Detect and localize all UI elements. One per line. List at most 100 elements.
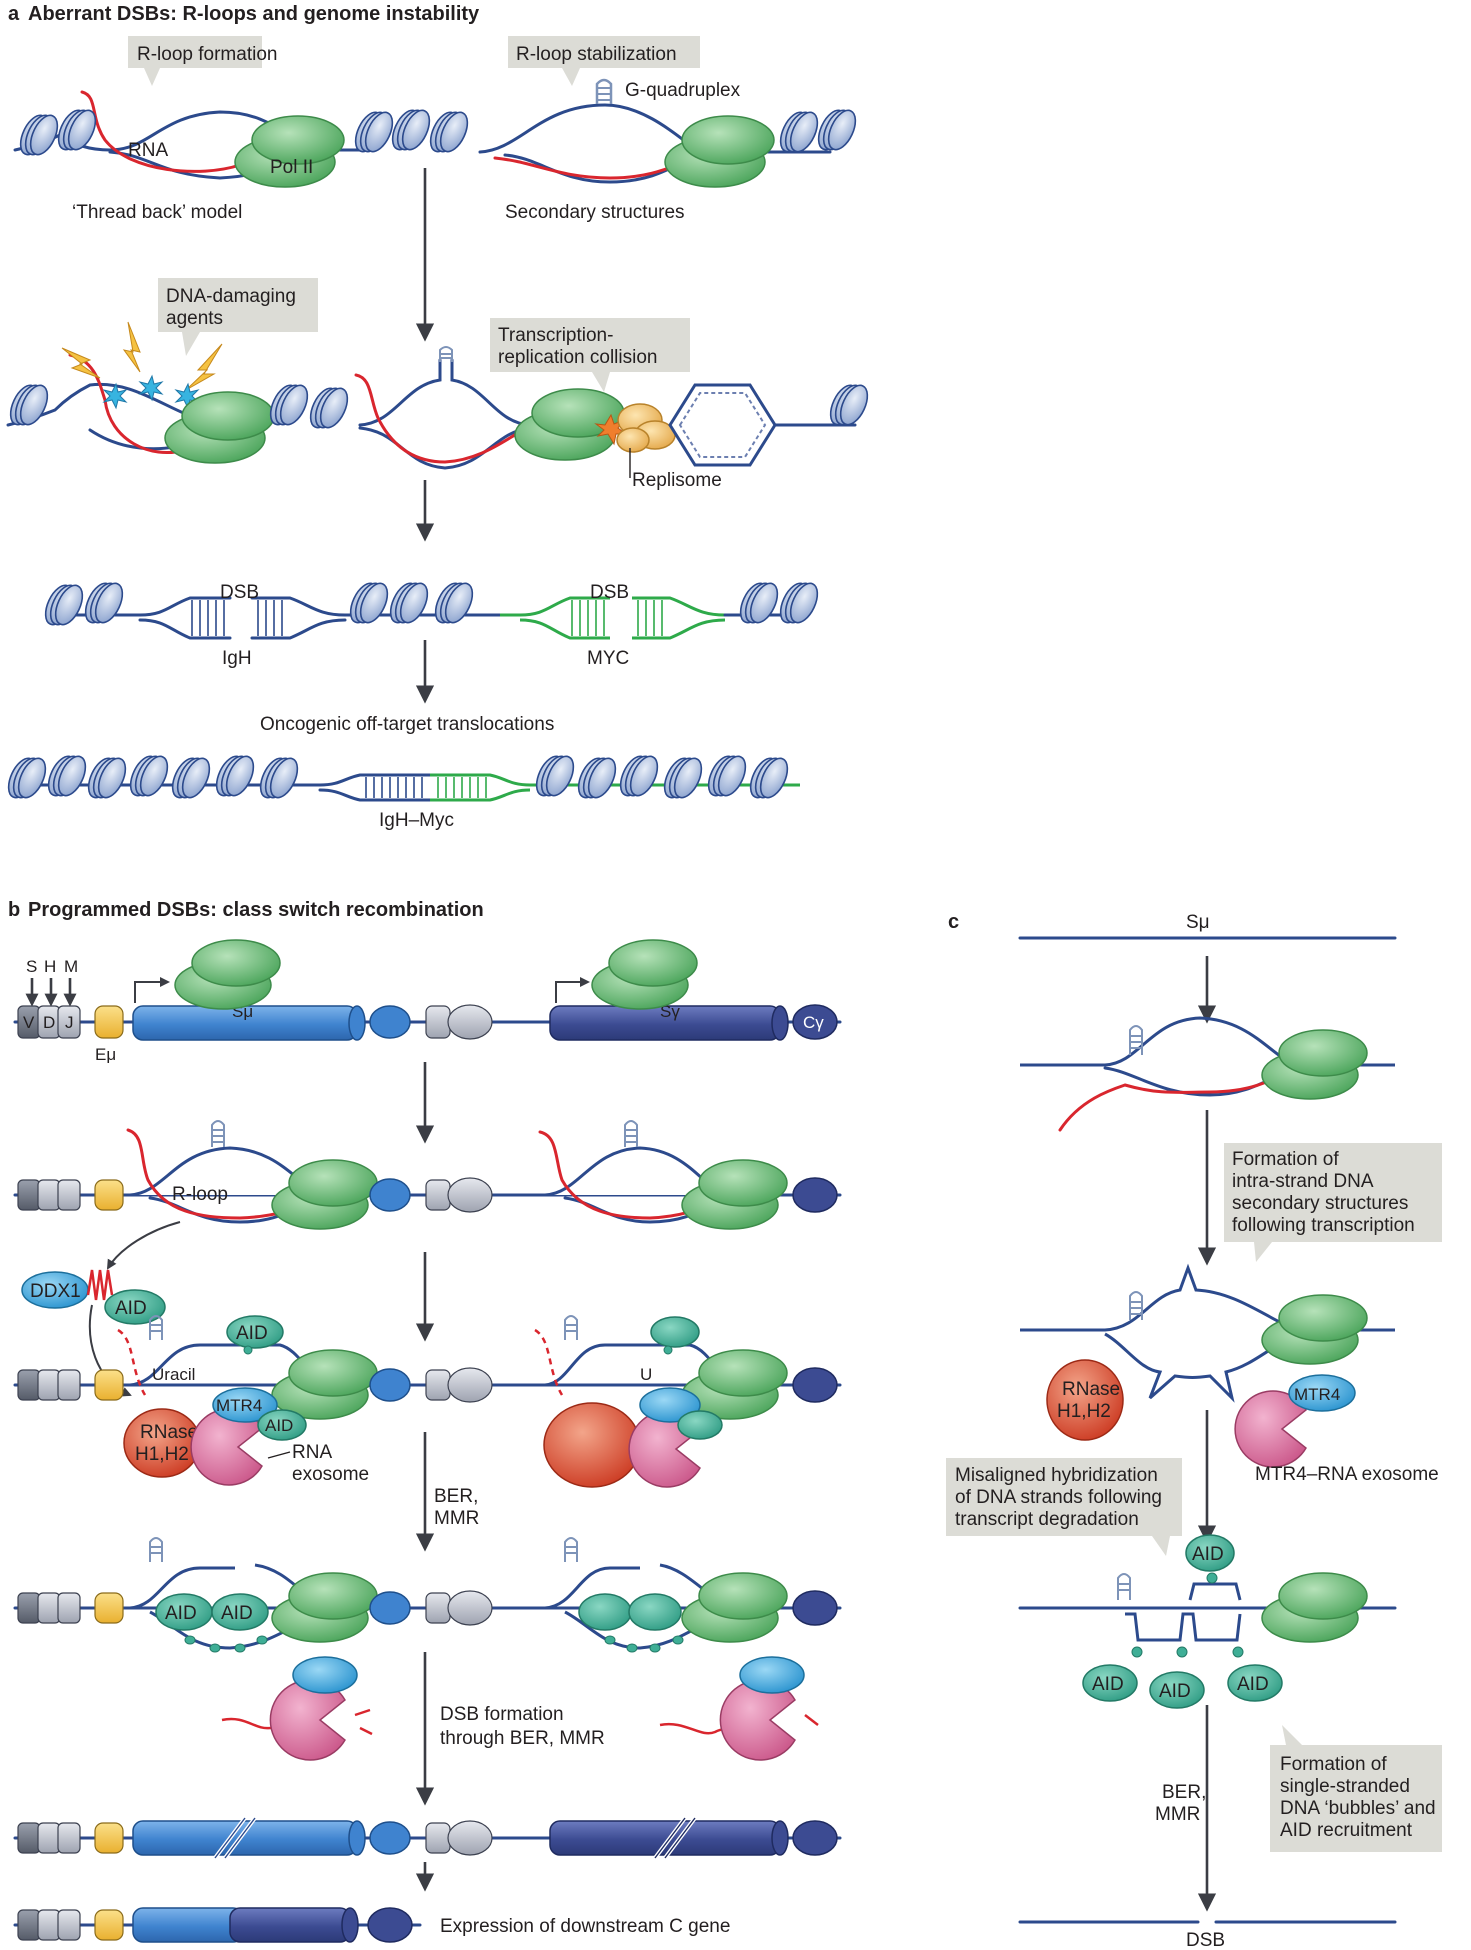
arrow-r-loop-to-ddx1 bbox=[106, 1221, 181, 1270]
callout-intra-strand: Formation of intra-strand DNA secondary … bbox=[1224, 1143, 1442, 1262]
vdj-d: D bbox=[43, 1013, 55, 1032]
nucleosome-icon bbox=[349, 582, 389, 624]
mtr4-label-b: MTR4 bbox=[216, 1396, 262, 1415]
nucleosome-icon bbox=[619, 755, 659, 797]
panel-a-title: Aberrant DSBs: R-loops and genome instab… bbox=[28, 3, 480, 25]
vdj-v: V bbox=[23, 1013, 35, 1032]
panel-c-letter: c bbox=[948, 911, 959, 933]
aid-label-ddx1: AID bbox=[115, 1298, 147, 1319]
mtr4-label-c: MTR4 bbox=[1294, 1385, 1340, 1404]
collision-site: Replisome bbox=[514, 383, 857, 491]
nucleosome-icon bbox=[44, 584, 84, 626]
expression-label: Expression of downstream C gene bbox=[440, 1916, 730, 1937]
aid-label-n2: AID bbox=[221, 1603, 253, 1624]
nucleosome-icon bbox=[7, 757, 47, 799]
aid-c-b1: AID bbox=[1092, 1674, 1124, 1695]
r-loop-stabilized: G-quadruplex Secondary structures bbox=[478, 78, 832, 223]
nucleosome-icon bbox=[259, 757, 299, 799]
nucleosome-icon bbox=[19, 114, 59, 156]
nucleosome-icon bbox=[171, 757, 211, 799]
callout-misaligned-line1: Misaligned hybridization bbox=[955, 1465, 1158, 1486]
callout-r-loop-stabilization: R-loop stabilization bbox=[508, 36, 700, 86]
c-secondary-structures: RNase H1,H2 MTR4 MTR4–RNA exosome bbox=[1020, 1263, 1439, 1485]
nucleosome-icon bbox=[817, 109, 857, 151]
nucleosome-icon bbox=[391, 109, 431, 151]
nucleosome-icon bbox=[434, 582, 474, 624]
callout-bubbles: Formation of single-stranded DNA ‘bubble… bbox=[1270, 1725, 1442, 1852]
c-bubbles: AID AID AID AID bbox=[1018, 1534, 1397, 1709]
r-loop-label: R-loop bbox=[172, 1184, 228, 1205]
nucleosome-icon bbox=[707, 755, 747, 797]
callout-intra-line3: secondary structures bbox=[1232, 1193, 1408, 1214]
s-gamma-label: Sγ bbox=[660, 1002, 680, 1021]
dsb-formation-line2: through BER, MMR bbox=[440, 1728, 605, 1749]
callout-collision-line2: replication collision bbox=[498, 347, 657, 368]
dsb-myc: DSB MYC bbox=[500, 582, 802, 669]
locus-r-loops: R-loop bbox=[13, 1120, 842, 1230]
nucleosome-icon bbox=[84, 582, 124, 624]
c-gamma-label: Cγ bbox=[803, 1013, 824, 1032]
dsb-igh-label: DSB bbox=[220, 582, 259, 603]
panel-a-letter: a bbox=[8, 3, 20, 25]
callout-r-loop-formation: R-loop formation bbox=[128, 36, 277, 86]
callout-misaligned-line3: transcript degradation bbox=[955, 1509, 1139, 1530]
aid-c-b2: AID bbox=[1159, 1681, 1191, 1702]
nucleosome-icon bbox=[57, 109, 97, 151]
mtr4-exosome-label: MTR4–RNA exosome bbox=[1255, 1464, 1439, 1485]
callout-bubbles-line2: single-stranded bbox=[1280, 1776, 1410, 1797]
s-mu-label-c: Sμ bbox=[1186, 912, 1210, 933]
callout-transcription-replication-collision: Transcription- replication collision bbox=[490, 318, 690, 392]
nucleosome-icon bbox=[354, 111, 394, 153]
callout-intra-line1: Formation of bbox=[1232, 1149, 1339, 1170]
rna-exosome-line2: exosome bbox=[292, 1464, 369, 1485]
ber-mmr-c-line1: BER, bbox=[1162, 1782, 1206, 1803]
nucleosome-icon bbox=[269, 384, 309, 426]
c-dsb: DSB bbox=[1018, 1920, 1397, 1950]
rna-label: RNA bbox=[128, 140, 168, 161]
dna-damage-site bbox=[6, 321, 282, 464]
locus-germline: S H M V D J Eμ Sμ Sγ bbox=[13, 939, 842, 1064]
dsb-c-label: DSB bbox=[1186, 1930, 1225, 1950]
shm-h: H bbox=[44, 957, 56, 976]
aid-c-top: AID bbox=[1192, 1544, 1224, 1565]
pol-ii-label: Pol II bbox=[270, 157, 313, 178]
nucleosome-icon bbox=[9, 384, 49, 426]
callout-bubbles-line4: AID recruitment bbox=[1280, 1820, 1413, 1841]
callout-intra-line2: intra-strand DNA bbox=[1232, 1171, 1374, 1192]
rnase-label-line2: H1,H2 bbox=[135, 1444, 189, 1465]
ber-mmr-b-line1: BER, bbox=[434, 1486, 478, 1507]
callout-bubbles-line3: DNA ‘bubbles’ and bbox=[1280, 1798, 1436, 1819]
callout-bubbles-line1: Formation of bbox=[1280, 1754, 1387, 1775]
callout-dna-damaging: DNA-damaging agents bbox=[158, 278, 318, 356]
callout-misaligned-line2: of DNA strands following bbox=[955, 1487, 1162, 1508]
rnase-c-line1: RNase bbox=[1062, 1379, 1120, 1400]
rna-exosome-line1: RNA bbox=[292, 1442, 332, 1463]
ddx1-aid-complex: DDX1 AID bbox=[21, 1269, 166, 1397]
replisome bbox=[616, 403, 676, 453]
c-r-loop bbox=[1020, 1016, 1395, 1132]
callout-dna-damaging-line2: agents bbox=[166, 308, 223, 329]
nucleosome-icon bbox=[739, 582, 779, 624]
rnase-c-line2: H1,H2 bbox=[1057, 1401, 1111, 1422]
nucleosome-icon bbox=[87, 757, 127, 799]
ddx1-label: DDX1 bbox=[30, 1281, 81, 1302]
callout-r-loop-formation-text: R-loop formation bbox=[137, 44, 277, 65]
nucleosome-icon bbox=[779, 111, 819, 153]
nucleosome-icon bbox=[749, 757, 789, 799]
panel-c: c Sμ Formation of intra-strand DNA secon… bbox=[946, 911, 1442, 1950]
dsb-formation-line1: DSB formation bbox=[440, 1704, 564, 1725]
pol-ii-enzyme: Pol II bbox=[234, 115, 345, 188]
uracil-label: Uracil bbox=[152, 1365, 195, 1384]
aid-label-n1: AID bbox=[165, 1603, 197, 1624]
nucleosome-icon bbox=[389, 582, 429, 624]
panel-a: a Aberrant DSBs: R-loops and genome inst… bbox=[6, 3, 869, 831]
panel-b-title: Programmed DSBs: class switch recombinat… bbox=[28, 899, 484, 921]
locus-dsb bbox=[13, 1816, 842, 1860]
nucleosome-icon bbox=[779, 582, 819, 624]
callout-misaligned: Misaligned hybridization of DNA strands … bbox=[946, 1458, 1182, 1556]
ber-mmr-b-line2: MMR bbox=[434, 1508, 479, 1529]
locus-aid-deamination: Uracil AID RNase H1,H2 MTR4 AID RNA exos… bbox=[13, 1315, 842, 1488]
g-quadruplex-icon bbox=[595, 78, 613, 104]
dsb-igh: DSB IgH bbox=[48, 582, 502, 669]
